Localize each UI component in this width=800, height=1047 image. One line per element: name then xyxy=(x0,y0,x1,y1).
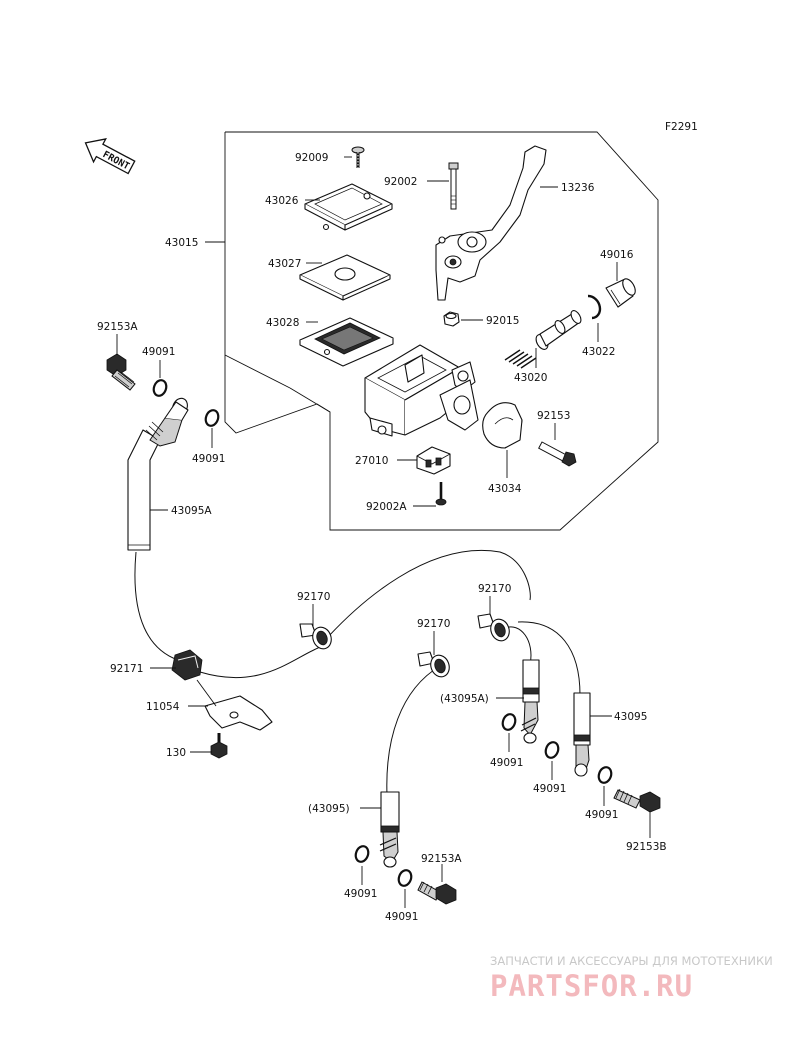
label-43034: 43034 xyxy=(488,483,522,495)
label-49091-g: 49091 xyxy=(385,911,418,923)
figure-code: F2291 xyxy=(665,121,698,133)
part-labels: 92009 92002 13236 43026 43015 43027 4901… xyxy=(97,152,667,923)
label-43095A-ref: (43095A) xyxy=(440,693,489,705)
grommet-92170-b xyxy=(477,613,510,642)
label-43022: 43022 xyxy=(582,346,615,358)
washer-49091-g xyxy=(397,869,413,887)
label-92170-b: 92170 xyxy=(478,583,511,595)
washer-49091-f xyxy=(354,845,370,863)
label-92170-c: 92170 xyxy=(417,618,450,630)
label-49091-d: 49091 xyxy=(533,783,566,795)
label-49091-c: 49091 xyxy=(490,757,523,769)
label-92153A-lower: 92153A xyxy=(421,853,462,865)
brake-line-right-b xyxy=(517,621,581,696)
hose-43095A xyxy=(127,397,189,551)
grommet-92170-c xyxy=(417,651,450,678)
brake-lever-13236 xyxy=(435,145,547,301)
label-92009: 92009 xyxy=(295,152,328,164)
washer-49091-e xyxy=(597,766,613,784)
label-49091-a: 49091 xyxy=(142,346,175,358)
watermark-logo: PARTSFOR.RU xyxy=(490,969,693,1003)
bolt-130 xyxy=(210,733,228,759)
master-cylinder-body xyxy=(364,344,479,437)
washer-49091-c xyxy=(501,713,517,731)
hose-43095-lower-end xyxy=(379,791,400,868)
label-43015: 43015 xyxy=(165,237,198,249)
label-11054: 11054 xyxy=(146,701,180,713)
washer-49091-b xyxy=(204,409,220,427)
label-92153: 92153 xyxy=(537,410,570,422)
washer-49091-d xyxy=(544,741,560,759)
grommet-92170-a xyxy=(299,623,332,650)
reservoir-cap xyxy=(304,183,393,231)
screw-92002A xyxy=(435,482,447,506)
banjo-bolt-92153A-lower xyxy=(417,881,457,905)
label-92171: 92171 xyxy=(110,663,143,675)
label-92015: 92015 xyxy=(486,315,519,327)
hose-43095-right-end xyxy=(573,692,591,777)
label-49016: 49016 xyxy=(600,249,634,261)
leader-lines xyxy=(116,156,651,908)
washer-49091-a xyxy=(152,379,168,397)
banjo-bolt-92153A-top xyxy=(106,353,136,391)
screw-92009 xyxy=(351,146,365,168)
label-92002: 92002 xyxy=(384,176,417,188)
circlip-43022 xyxy=(587,294,602,320)
brake-line-left xyxy=(134,551,179,661)
label-92170-a: 92170 xyxy=(297,591,330,603)
diaphragm-43028 xyxy=(299,317,394,367)
pivot-bolt-92002 xyxy=(448,162,459,210)
label-43027: 43027 xyxy=(268,258,301,270)
label-49091-e: 49091 xyxy=(585,809,618,821)
clamp-43034 xyxy=(482,402,523,449)
banjo-bolt-92153B xyxy=(613,788,661,813)
plate-43027 xyxy=(299,254,391,301)
label-92002A: 92002A xyxy=(366,501,407,513)
brake-switch-27010 xyxy=(416,446,451,475)
bracket-11054 xyxy=(196,679,273,731)
hose-43095A-lower-end xyxy=(520,659,540,744)
brake-line-right-a xyxy=(504,626,532,666)
label-43095A: 43095A xyxy=(171,505,212,517)
label-49091-f: 49091 xyxy=(344,888,377,900)
label-27010: 27010 xyxy=(355,455,388,467)
label-43095-ref: (43095) xyxy=(308,803,350,815)
bolt-92153 xyxy=(538,441,577,467)
brake-line-lower xyxy=(386,665,441,796)
assembly-outline xyxy=(224,131,659,531)
label-43095: 43095 xyxy=(614,711,647,723)
watermark-tagline: ЗАПЧАСТИ И АКСЕССУАРЫ ДЛЯ МОТОТЕХНИКИ xyxy=(490,954,773,968)
label-43026: 43026 xyxy=(265,195,299,207)
label-43028: 43028 xyxy=(266,317,299,329)
label-49091-b: 49091 xyxy=(192,453,225,465)
label-43020: 43020 xyxy=(514,372,547,384)
brake-line-cross xyxy=(199,550,531,679)
front-arrow-icon: FRONT xyxy=(84,138,136,175)
boot-49016 xyxy=(605,278,636,308)
assembly-outline-join xyxy=(224,354,291,389)
joint-92171 xyxy=(171,649,203,681)
label-13236: 13236 xyxy=(561,182,595,194)
label-130: 130 xyxy=(166,747,186,759)
piston-kit-43020 xyxy=(504,310,582,369)
label-92153A-top: 92153A xyxy=(97,321,138,333)
nut-92015 xyxy=(443,311,460,327)
label-92153B: 92153B xyxy=(626,841,667,853)
